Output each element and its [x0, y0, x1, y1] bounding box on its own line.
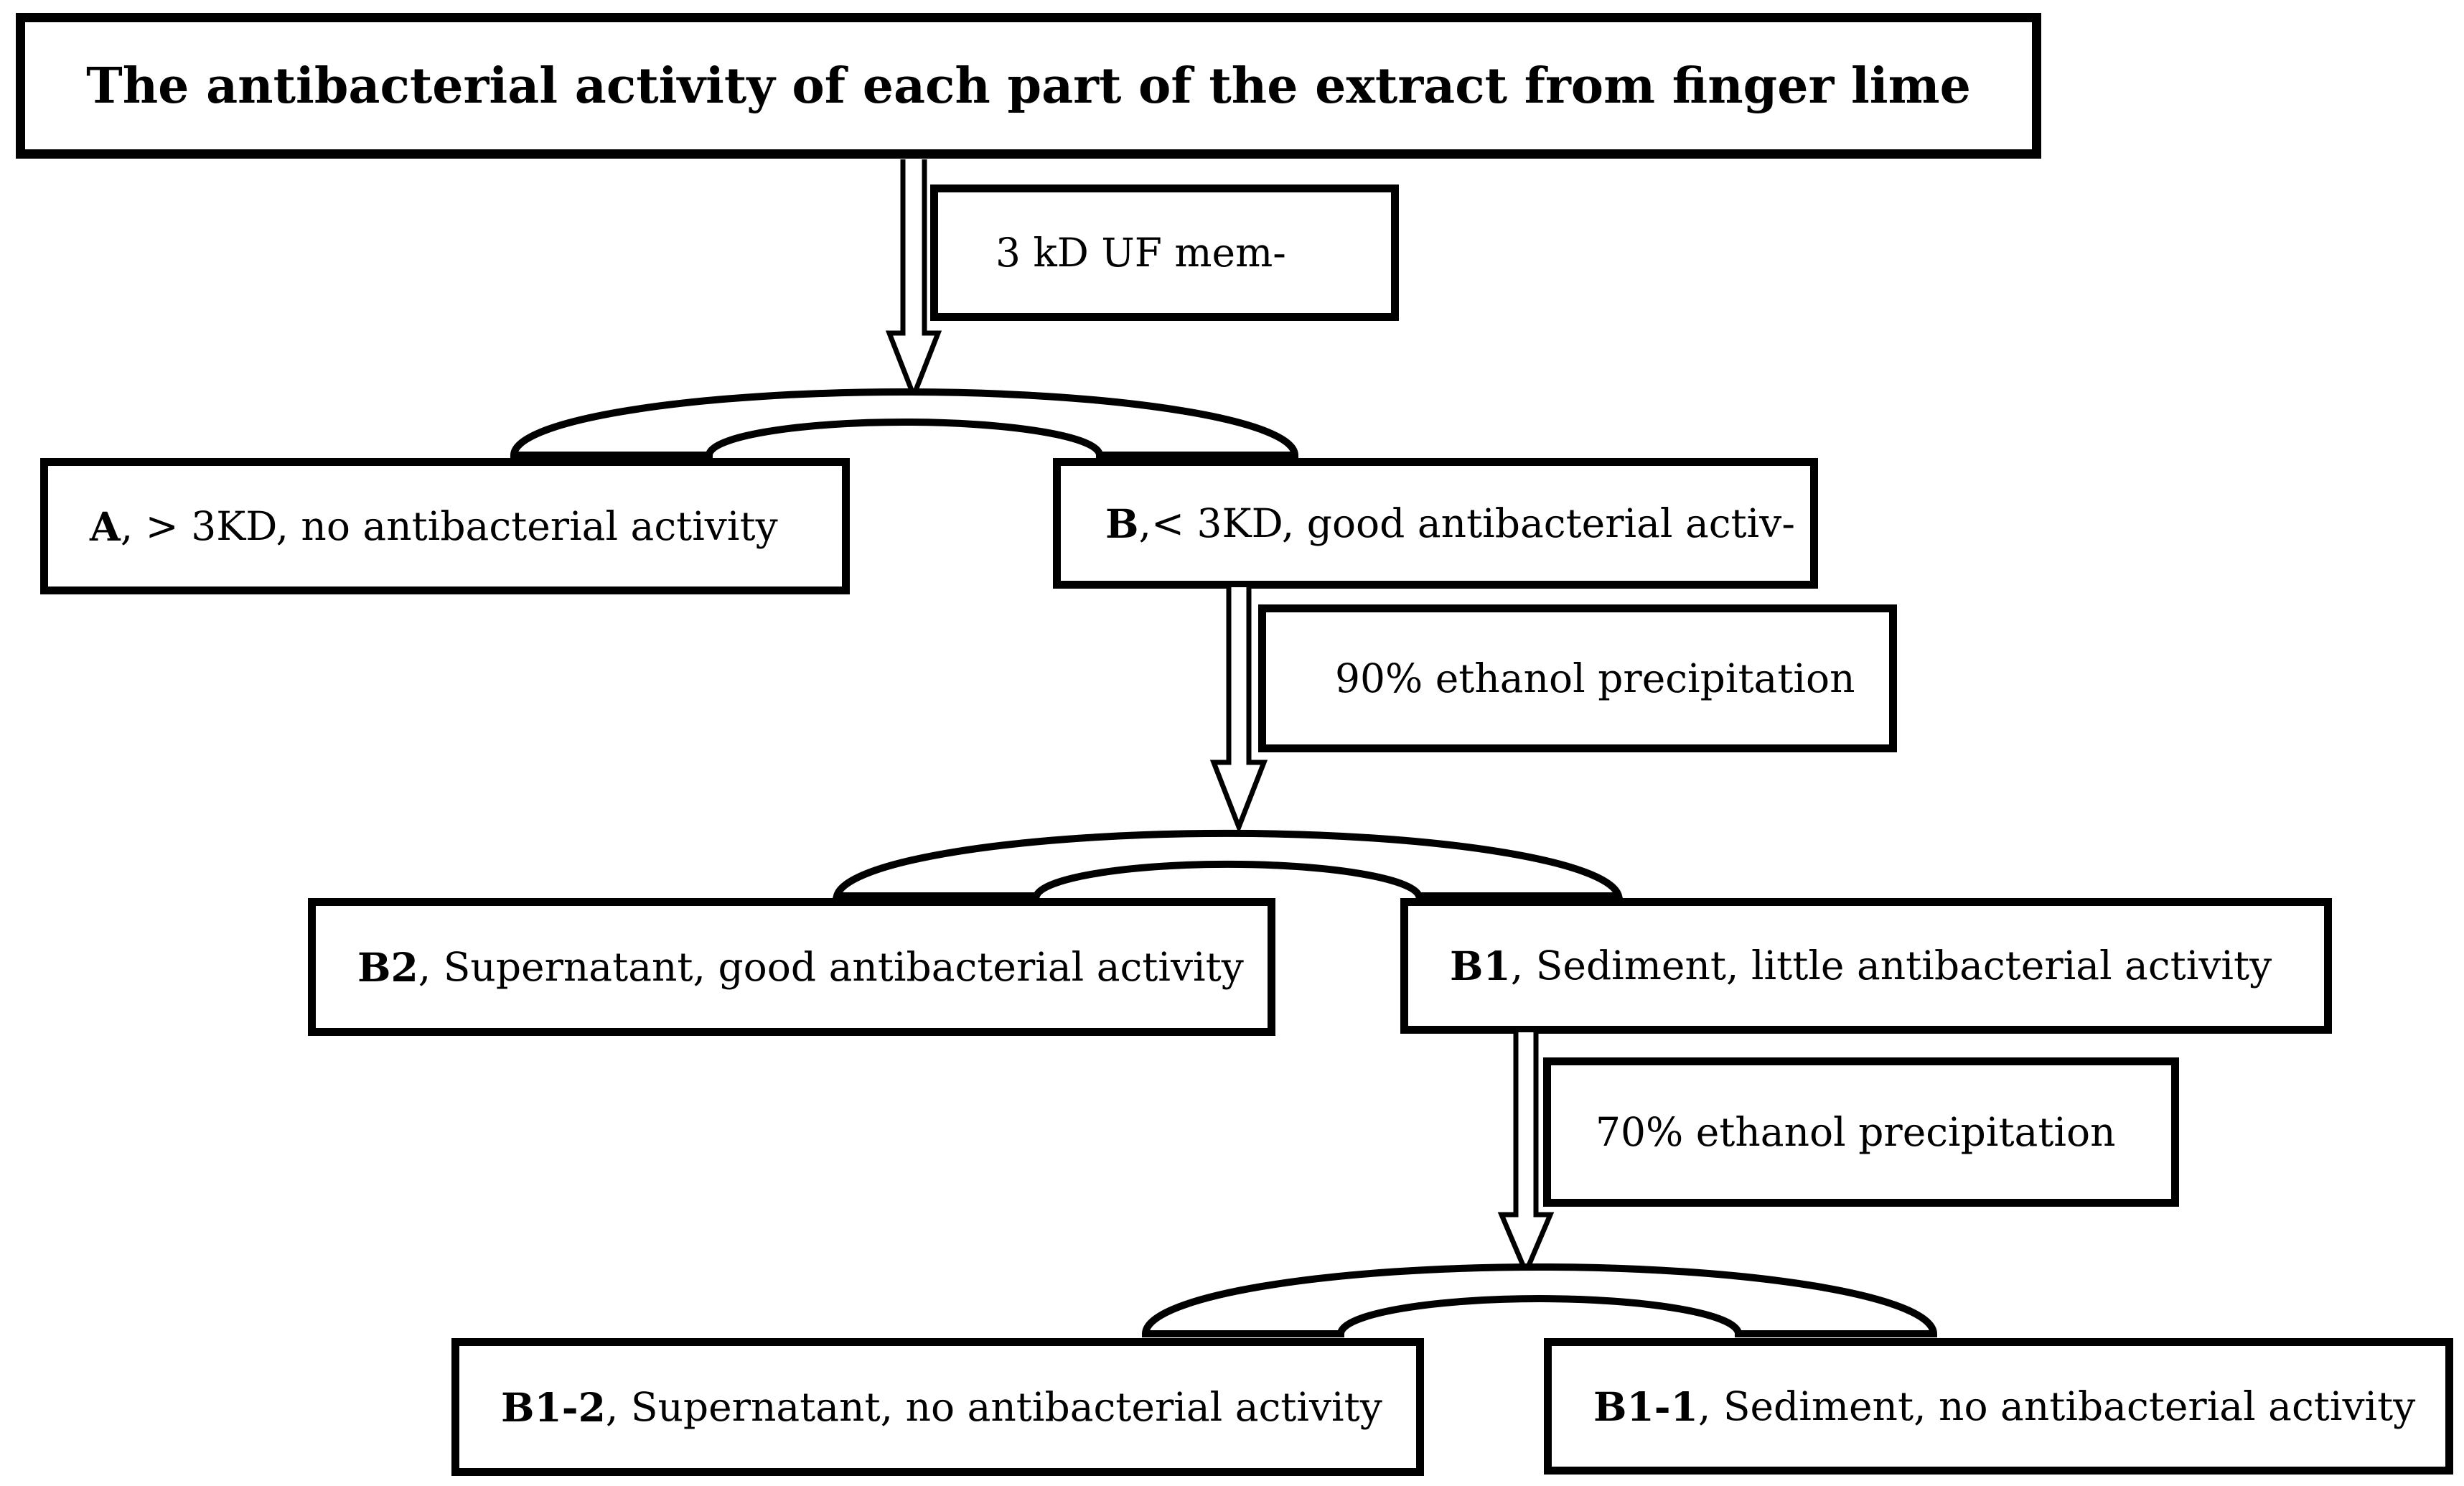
- process-box-uf-membrane: 3 kD UF mem-: [930, 184, 1399, 321]
- node-code-B1-2: B1-2: [501, 1383, 606, 1431]
- node-code-A: A: [90, 503, 121, 550]
- node-desc-B2: , Supernatant, good antibacterial activi…: [418, 943, 1244, 990]
- process-box-ethanol-90: 90% ethanol precipitation: [1258, 604, 1897, 752]
- process-label-uf: 3 kD UF mem-: [996, 229, 1286, 276]
- title-text: The antibacterial activity of each part …: [86, 57, 1971, 115]
- node-code-B1-1: B1-1: [1593, 1383, 1698, 1430]
- node-desc-A: , > 3KD, no antibacterial activity: [120, 503, 778, 549]
- split-connector-3: [1141, 1263, 1938, 1337]
- title-box: The antibacterial activity of each part …: [16, 13, 2041, 159]
- node-desc-B1-1: , Sediment, no antibacterial activity: [1697, 1383, 2416, 1429]
- process-label-ethanol-70: 70% ethanol precipitation: [1596, 1108, 2116, 1155]
- node-desc-B1-2: , Supernatant, no antibacterial activity: [605, 1383, 1382, 1430]
- process-box-ethanol-70: 70% ethanol precipitation: [1543, 1057, 2179, 1207]
- node-box-B: B,< 3KD, good antibacterial activ-: [1053, 458, 1818, 589]
- split-connector-2: [832, 829, 1624, 899]
- node-box-B1-1: B1-1, Sediment, no antibacterial activit…: [1544, 1338, 2453, 1475]
- node-box-B1-2: B1-2, Supernatant, no antibacterial acti…: [451, 1338, 1424, 1476]
- node-code-B: B: [1105, 500, 1139, 547]
- node-box-B2: B2, Supernatant, good antibacterial acti…: [308, 898, 1275, 1036]
- node-code-B2: B2: [357, 943, 418, 991]
- node-code-B1: B1: [1450, 943, 1511, 989]
- node-desc-B: ,< 3KD, good antibacterial activ-: [1138, 500, 1795, 546]
- process-label-ethanol-90: 90% ethanol precipitation: [1335, 655, 1855, 701]
- down-arrow-2: [1209, 587, 1268, 834]
- split-connector-1: [510, 388, 1299, 459]
- node-desc-B1: , Sediment, little antibacterial activit…: [1510, 943, 2272, 989]
- node-box-A: A, > 3KD, no antibacterial activity: [40, 458, 850, 594]
- node-box-B1: B1, Sediment, little antibacterial activ…: [1400, 898, 2332, 1034]
